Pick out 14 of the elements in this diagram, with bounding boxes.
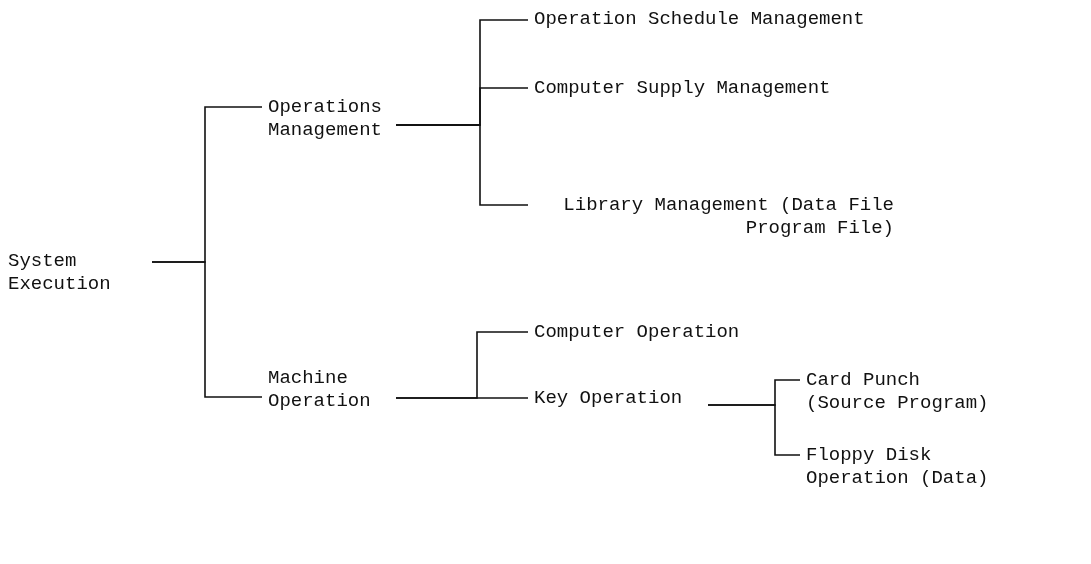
node-label: Machine Operation (262, 367, 396, 413)
node-label: Computer Operation (528, 321, 758, 344)
connector-line (151, 261, 263, 398)
node-label: Computer Supply Management (528, 77, 858, 100)
node-label: Floppy Disk Operation (Data) (800, 444, 1004, 490)
node-label: Key Operation (528, 387, 708, 410)
connector-line (395, 124, 529, 206)
node-label: System Execution (2, 250, 152, 296)
node-label: Operations Management (262, 96, 396, 142)
node-label: Card Punch (Source Program) (800, 369, 1004, 415)
node-label: Operation Schedule Management (528, 8, 873, 31)
connector-line (707, 404, 801, 456)
node-label: Library Management (Data File Program File) (528, 194, 900, 240)
connector-line (395, 397, 529, 399)
